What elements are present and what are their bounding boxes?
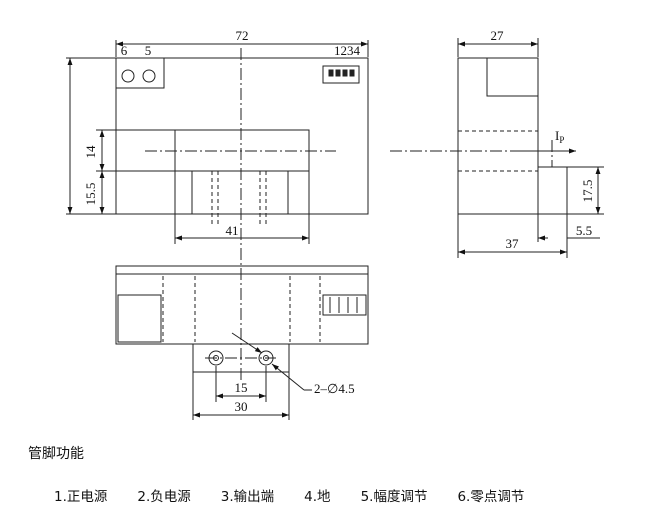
dim-height-14: 14 — [83, 145, 98, 159]
pin-function-item: 3.输出端 — [220, 489, 275, 505]
front-view-body — [115, 57, 369, 215]
dim-width-30: 30 — [235, 399, 248, 414]
dim-width-5-5: 5.5 — [576, 223, 592, 238]
terminal-6 — [121, 69, 135, 83]
side-view-body — [457, 57, 539, 215]
dim-height-15-5: 15.5 — [83, 183, 98, 206]
dim-width-72: 72 — [236, 28, 249, 43]
side-connector — [486, 57, 539, 97]
pin-function-list: 1.正电源 2.负电源 3.输出端 4.地 5.幅度调节 6.零点调节 — [54, 485, 554, 505]
primary-terminal — [191, 170, 289, 215]
terminal-5 — [142, 69, 156, 83]
pin-function-item: 2.负电源 — [137, 489, 191, 505]
pin-function-item: 1.正电源 — [54, 489, 108, 505]
mounting-flange — [192, 343, 290, 373]
dim-width-37: 37 — [506, 236, 520, 251]
pin-function-item: 5.幅度调节 — [360, 489, 428, 505]
label-pin-6: 6 — [121, 43, 128, 58]
label-connector-pins: 1234 — [334, 43, 361, 58]
label-pin-5: 5 — [145, 43, 152, 58]
pin-function-item: 6.零点调节 — [457, 489, 525, 505]
sensor-outline-drawing: 72 6 5 1234 14 15.5 41 27 IP 17.5 5.5 37… — [66, 28, 604, 420]
connector-1234 — [322, 65, 360, 84]
dim-height-17-5: 17.5 — [580, 180, 595, 203]
dim-pitch-15: 15 — [235, 380, 248, 395]
current-label: IP — [555, 128, 564, 145]
dim-width-41: 41 — [226, 223, 239, 238]
terminal-block-5-6 — [115, 57, 165, 89]
dim-holes: 2–∅4.5 — [314, 381, 355, 396]
pin-function-item: 4.地 — [304, 489, 331, 505]
pin-function-caption: 管脚功能 — [28, 446, 84, 462]
side-terminal — [537, 166, 568, 215]
dim-width-27: 27 — [491, 28, 505, 43]
